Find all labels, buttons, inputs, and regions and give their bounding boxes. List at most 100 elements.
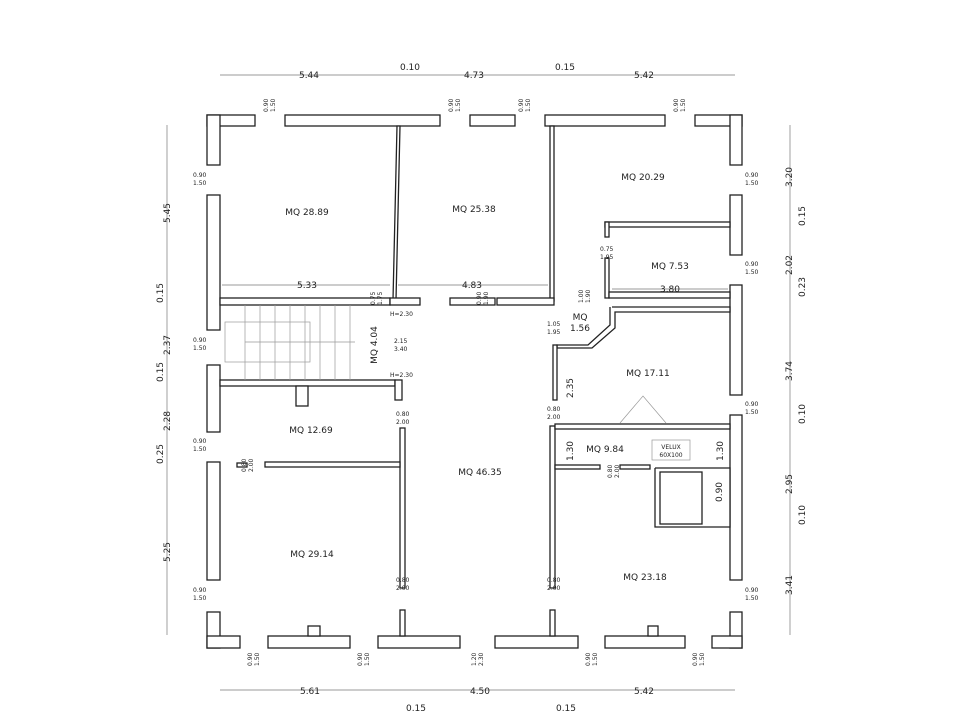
- svg-text:0.90: 0.90: [357, 652, 364, 666]
- svg-text:1.50: 1.50: [525, 98, 532, 112]
- svg-text:2.37: 2.37: [163, 335, 173, 355]
- svg-text:1.50: 1.50: [270, 98, 277, 112]
- svg-text:0.90: 0.90: [193, 172, 207, 179]
- inner-dimensions: 5.33 4.83 3.80 2.35 1.30 1.30 0.90: [222, 281, 728, 502]
- outer-dimensions: 5.44 0.10 4.73 0.15 5.42 5.61 0.15 4.50 …: [156, 63, 808, 714]
- svg-text:5.25: 5.25: [163, 542, 173, 562]
- svg-text:3.20: 3.20: [785, 167, 795, 187]
- room-label: 1.56: [570, 324, 590, 334]
- velux-window: VELUX 60X100: [619, 395, 691, 461]
- room-label: MQ 7.53: [651, 262, 689, 272]
- interior-walls: [219, 125, 731, 637]
- room-label: MQ 4.04: [370, 326, 380, 364]
- svg-text:1.95: 1.95: [547, 329, 561, 336]
- svg-text:60X100: 60X100: [659, 452, 682, 459]
- svg-text:0.90: 0.90: [193, 587, 207, 594]
- svg-text:2.30: 2.30: [478, 652, 485, 666]
- svg-text:1.50: 1.50: [193, 345, 207, 352]
- svg-text:0.90: 0.90: [673, 98, 680, 112]
- svg-text:2.00: 2.00: [614, 464, 621, 478]
- svg-text:0.90: 0.90: [715, 482, 725, 502]
- svg-text:2.00: 2.00: [248, 458, 255, 472]
- svg-text:0.15: 0.15: [556, 704, 576, 714]
- svg-text:0.15: 0.15: [798, 206, 808, 226]
- svg-text:0.10: 0.10: [400, 63, 420, 73]
- svg-text:1.50: 1.50: [592, 652, 599, 666]
- svg-text:2.02: 2.02: [785, 255, 795, 275]
- svg-text:3.41: 3.41: [785, 575, 795, 595]
- svg-text:0.80: 0.80: [547, 577, 561, 584]
- svg-text:2.15: 2.15: [394, 338, 408, 345]
- svg-text:5.45: 5.45: [163, 203, 173, 223]
- svg-text:1.90: 1.90: [483, 291, 490, 305]
- svg-text:0.10: 0.10: [798, 404, 808, 424]
- svg-text:2.00: 2.00: [396, 585, 410, 592]
- room-label: MQ 9.84: [586, 445, 624, 455]
- svg-text:1.30: 1.30: [566, 441, 576, 461]
- svg-text:2.95: 2.95: [785, 474, 795, 494]
- svg-text:1.50: 1.50: [699, 652, 706, 666]
- svg-text:0.10: 0.10: [798, 505, 808, 525]
- svg-text:5.42: 5.42: [634, 687, 654, 697]
- svg-text:0.80: 0.80: [396, 411, 410, 418]
- svg-text:2.35: 2.35: [566, 378, 576, 398]
- svg-text:0.15: 0.15: [156, 362, 166, 382]
- dimension-lines: [166, 74, 791, 691]
- svg-text:0.90: 0.90: [193, 438, 207, 445]
- svg-text:5.42: 5.42: [634, 71, 654, 81]
- svg-text:5.44: 5.44: [299, 71, 319, 81]
- svg-text:0.90: 0.90: [448, 98, 455, 112]
- room-label: MQ 25.38: [452, 205, 496, 215]
- svg-text:2.00: 2.00: [547, 585, 561, 592]
- svg-text:0.90: 0.90: [263, 98, 270, 112]
- svg-text:0.90: 0.90: [518, 98, 525, 112]
- svg-text:1.50: 1.50: [745, 409, 759, 416]
- svg-text:0.80: 0.80: [547, 406, 561, 413]
- svg-text:H=2.30: H=2.30: [390, 372, 413, 379]
- room-label: MQ 28.89: [285, 208, 329, 218]
- svg-text:0.90: 0.90: [692, 652, 699, 666]
- room-label: MQ 29.14: [290, 550, 334, 560]
- room-label: MQ 23.18: [623, 573, 667, 583]
- svg-text:4.73: 4.73: [464, 71, 484, 81]
- outer-walls: [206, 114, 743, 649]
- svg-text:2.00: 2.00: [547, 414, 561, 421]
- svg-text:3.80: 3.80: [660, 285, 680, 295]
- svg-text:0.80: 0.80: [396, 577, 410, 584]
- svg-text:1.20: 1.20: [471, 652, 478, 666]
- svg-text:0.90: 0.90: [585, 652, 592, 666]
- svg-text:0.80: 0.80: [241, 458, 248, 472]
- opening-labels: 0.90 1.50 0.90 1.50 0.90 1.50 0.90 1.50 …: [193, 98, 759, 666]
- svg-text:3.74: 3.74: [785, 361, 795, 381]
- svg-text:1.95: 1.95: [600, 254, 614, 261]
- svg-text:VELUX: VELUX: [661, 444, 680, 451]
- svg-text:1.50: 1.50: [455, 98, 462, 112]
- svg-text:1.00: 1.00: [578, 289, 585, 303]
- svg-text:4.83: 4.83: [462, 281, 482, 291]
- svg-text:0.25: 0.25: [156, 444, 166, 464]
- svg-text:0.15: 0.15: [406, 704, 426, 714]
- svg-text:0.75: 0.75: [370, 291, 377, 305]
- svg-text:4.50: 4.50: [470, 687, 490, 697]
- svg-text:1.50: 1.50: [745, 269, 759, 276]
- svg-text:0.23: 0.23: [798, 277, 808, 297]
- svg-text:1.75: 1.75: [377, 291, 384, 305]
- svg-text:0.90: 0.90: [745, 587, 759, 594]
- svg-text:1.05: 1.05: [547, 321, 561, 328]
- svg-text:2.00: 2.00: [396, 419, 410, 426]
- svg-text:1.50: 1.50: [193, 180, 207, 187]
- svg-text:5.33: 5.33: [297, 281, 317, 291]
- svg-text:0.90: 0.90: [745, 261, 759, 268]
- svg-text:1.50: 1.50: [680, 98, 687, 112]
- svg-text:1.50: 1.50: [745, 180, 759, 187]
- svg-text:5.61: 5.61: [300, 687, 320, 697]
- svg-text:0.90: 0.90: [745, 172, 759, 179]
- svg-text:H=2.30: H=2.30: [390, 311, 413, 318]
- svg-text:1.50: 1.50: [745, 595, 759, 602]
- svg-text:1.50: 1.50: [193, 446, 207, 453]
- svg-text:1.50: 1.50: [193, 595, 207, 602]
- svg-text:2.28: 2.28: [163, 411, 173, 431]
- svg-text:0.90: 0.90: [193, 337, 207, 344]
- room-label: MQ: [573, 313, 588, 323]
